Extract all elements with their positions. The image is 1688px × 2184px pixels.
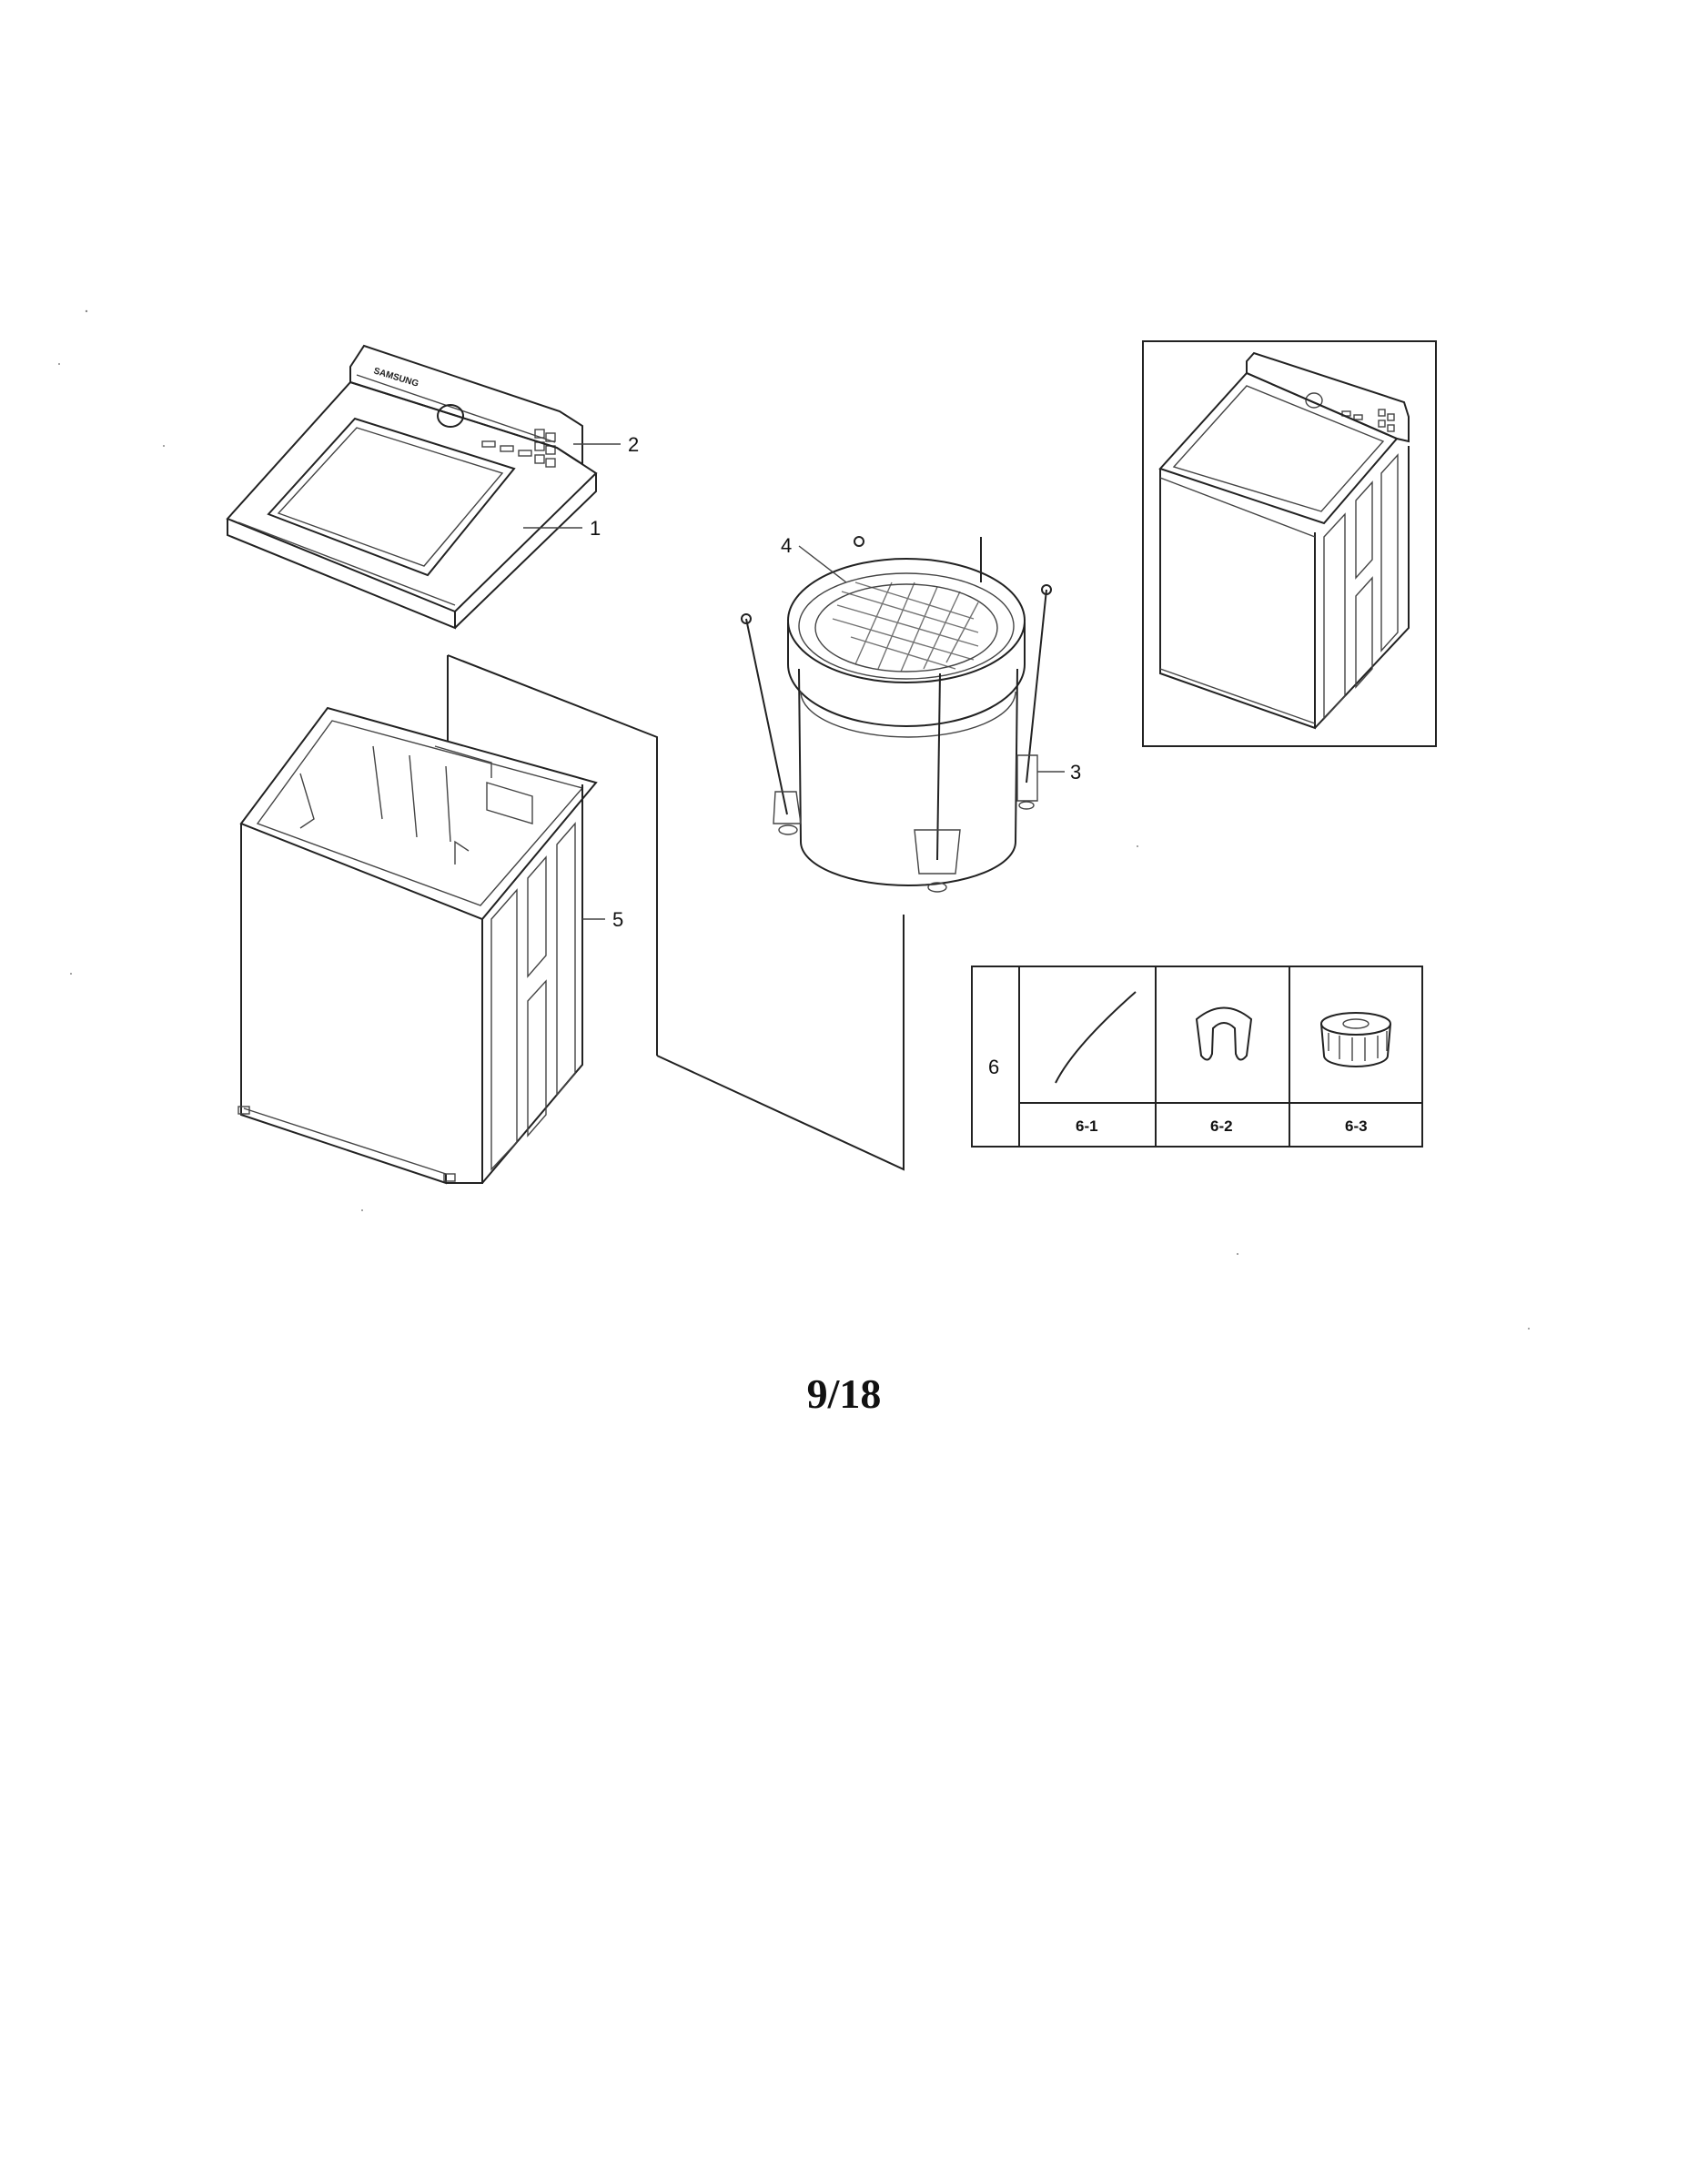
callout-part-4: 4 — [781, 534, 792, 557]
callout-part-1: 1 — [590, 517, 601, 540]
kit-item-label: 6-1 — [1076, 1117, 1098, 1135]
kit-item-label: 6-3 — [1345, 1117, 1368, 1135]
page-number: 9/18 — [806, 1370, 882, 1417]
scan-specks — [58, 309, 1530, 1330]
assembly-guide-lines — [447, 654, 905, 1171]
kit-table: 6 6-1 6-2 6-3 — [971, 966, 1423, 1148]
kit-group-label: 6 — [988, 1056, 999, 1078]
callout-part-5: 5 — [612, 908, 623, 931]
drain-hose-image — [1055, 991, 1137, 1084]
top-cover-assembly: SAMSUNG — [226, 344, 621, 630]
brand-mark: SAMSUNG — [372, 366, 419, 389]
reference-view-panel — [1142, 340, 1437, 747]
hose-clip-image — [1195, 1006, 1253, 1061]
cabinet-assembly — [238, 706, 605, 1185]
callout-part-2: 2 — [628, 433, 639, 456]
callout-part-3: 3 — [1070, 761, 1081, 784]
kit-item-label: 6-2 — [1210, 1117, 1233, 1135]
cap-nut-image — [1320, 1012, 1391, 1067]
tub-assembly — [741, 536, 1065, 893]
